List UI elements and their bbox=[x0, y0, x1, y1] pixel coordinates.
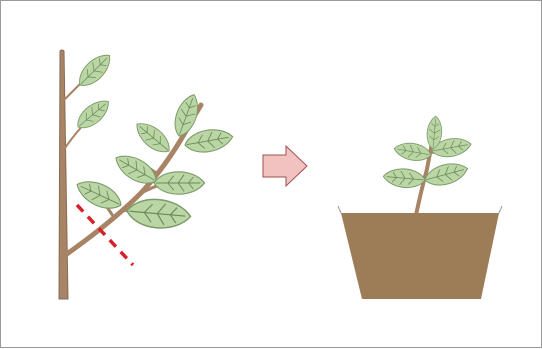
leaf-icon bbox=[72, 95, 114, 134]
cut-line-icon bbox=[77, 205, 133, 265]
leaf-icon bbox=[126, 197, 192, 231]
parent-plant-icon bbox=[59, 49, 235, 299]
leaf-icon bbox=[183, 126, 234, 156]
leaf-icon bbox=[383, 167, 426, 189]
potted-cutting-icon bbox=[338, 115, 502, 299]
leaf-icon bbox=[131, 117, 175, 158]
flower-pot-icon bbox=[341, 213, 499, 299]
right-arrow-icon bbox=[263, 146, 307, 186]
leaf-icon bbox=[73, 49, 116, 92]
leaf-icon bbox=[111, 149, 161, 190]
leaf-icon bbox=[154, 172, 205, 194]
leaf-icon bbox=[393, 140, 433, 163]
